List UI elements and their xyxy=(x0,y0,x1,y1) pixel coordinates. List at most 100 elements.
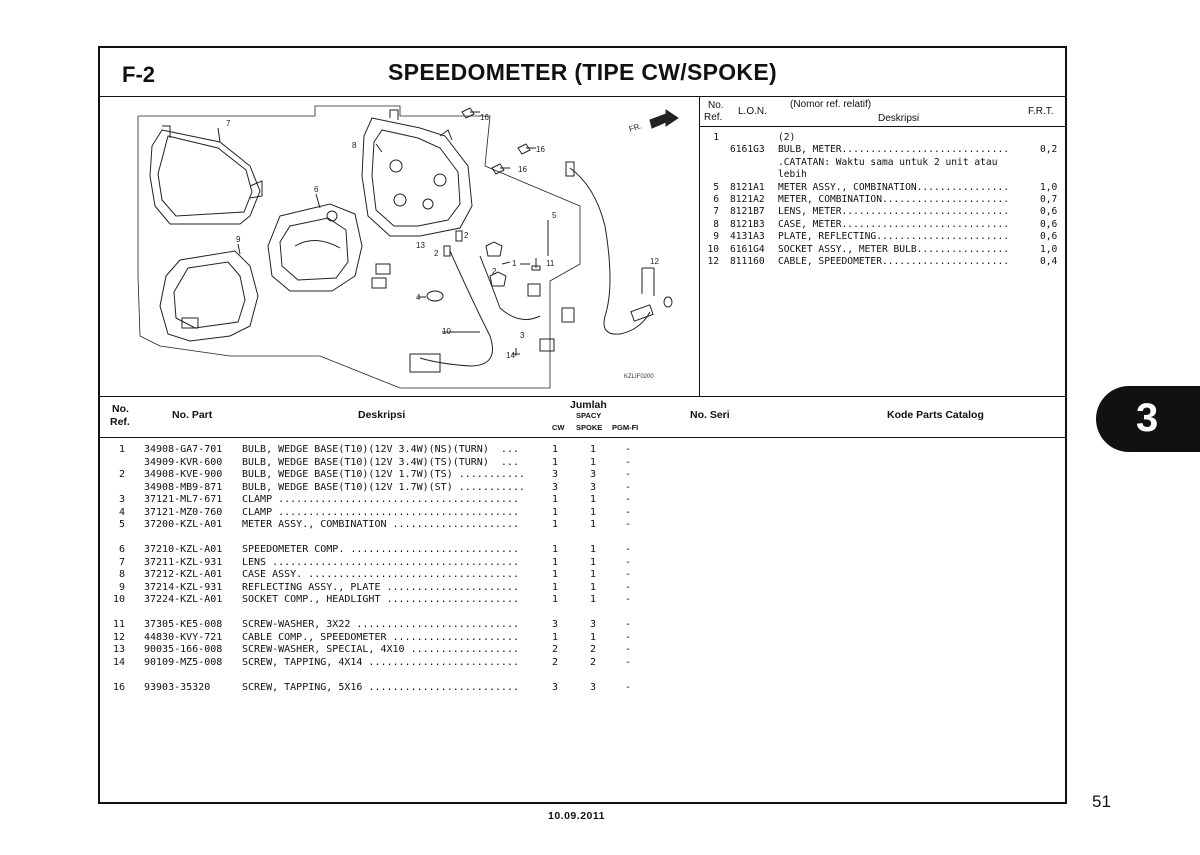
qty-pgmfi: - xyxy=(625,681,632,693)
lon-code: 6161G4 xyxy=(730,243,765,255)
ref-number: 5 xyxy=(118,519,125,530)
part-number: 37121-ML7-671 xyxy=(144,494,223,505)
part-number: 34908-KVE-900 xyxy=(144,469,223,480)
ref-number: 13 xyxy=(112,644,125,655)
drawing-code: KZLIF0200 xyxy=(624,374,654,380)
col-no: No. xyxy=(112,403,129,415)
qty-cw: 3 xyxy=(552,681,559,693)
lon-code: 8121B3 xyxy=(730,218,765,230)
ref-number: 5 xyxy=(713,181,719,193)
ref-number: 3 xyxy=(118,494,125,505)
col-spoke: SPOKE xyxy=(576,423,603,432)
frt-value: 0,7 xyxy=(1040,193,1058,205)
col-desc: Deskripsi xyxy=(878,113,920,124)
part-number: 37214-KZL-931 xyxy=(144,581,223,593)
col-desc-note: (Nomor ref. relatif) xyxy=(790,99,872,110)
ref-number: 6 xyxy=(118,544,125,555)
col-description: Deskripsi xyxy=(358,409,406,421)
qty-cw: 1 xyxy=(552,631,559,643)
qty-spoke: 1 xyxy=(590,444,597,455)
ref-number: 12 xyxy=(112,631,125,643)
part-number: 37210-KZL-A01 xyxy=(144,544,223,555)
part-number: 37200-KZL-A01 xyxy=(144,519,223,530)
fr-label: FR. xyxy=(628,121,643,134)
lon-code: 8121B7 xyxy=(730,206,765,218)
callout-label: 6 xyxy=(314,185,319,194)
callout-label: 8 xyxy=(352,141,357,150)
callout-label: 9 xyxy=(236,235,241,244)
part-description: CABLE COMP., SPEEDOMETER ...............… xyxy=(242,631,519,643)
part-number: 37212-KZL-A01 xyxy=(144,569,223,580)
col-no: No. xyxy=(708,100,724,111)
part-description: CLAMP ..................................… xyxy=(242,494,519,505)
ref-number: 9 xyxy=(118,581,125,593)
callout-label: 3 xyxy=(520,331,525,340)
qty-pgmfi: - xyxy=(625,456,632,468)
callout-label: 16 xyxy=(480,113,489,122)
part-description: SCREW, TAPPING, 5X16 ...................… xyxy=(242,681,519,693)
frt-value: 0,6 xyxy=(1040,218,1058,230)
qty-pgmfi: - xyxy=(625,656,632,668)
ref-description: (2) xyxy=(778,132,796,143)
col-part-number: No. Part xyxy=(172,409,213,421)
qty-pgmfi: - xyxy=(625,519,632,530)
part-number: 34909-KVR-600 xyxy=(144,456,223,468)
ref-number: 1 xyxy=(118,444,125,455)
part-number: 34908-MB9-871 xyxy=(144,481,223,493)
qty-cw: 1 xyxy=(552,594,559,605)
qty-pgmfi: - xyxy=(625,581,632,593)
footer-date: 10.09.2011 xyxy=(548,810,605,822)
col-lon: L.O.N. xyxy=(738,106,767,117)
ref-number: 10 xyxy=(112,594,125,605)
qty-pgmfi: - xyxy=(625,619,632,630)
col-spacy: SPACY xyxy=(576,411,602,420)
ref-number: 4 xyxy=(118,506,125,518)
part-description: SCREW-WASHER, 3X22 .....................… xyxy=(242,619,519,630)
qty-pgmfi: - xyxy=(625,469,632,480)
callout-label: 7 xyxy=(226,119,231,128)
part-description: BULB, WEDGE BASE(T10)(12V 1.7W)(TS) ....… xyxy=(242,469,525,480)
reference-table-header: No. Ref. L.O.N. (Nomor ref. relatif) Des… xyxy=(700,96,1065,127)
lon-code: 8121A1 xyxy=(730,181,765,193)
qty-pgmfi: - xyxy=(625,506,632,518)
page-frame: F-2 SPEEDOMETER (TIPE CW/SPOKE) xyxy=(98,46,1067,804)
callout-label: 2 xyxy=(434,249,439,258)
part-number: 37305-KE5-008 xyxy=(144,619,223,630)
frt-value: 0,4 xyxy=(1040,255,1058,267)
part-number: 93903-35320 xyxy=(144,681,211,693)
qty-pgmfi: - xyxy=(625,594,632,605)
ref-number: 16 xyxy=(112,681,125,693)
qty-cw: 1 xyxy=(552,544,559,555)
ref-description: PLATE, REFLECTING....................... xyxy=(778,231,1010,243)
group-spacer xyxy=(100,607,1065,620)
frt-value: 0,6 xyxy=(1040,231,1058,243)
qty-cw: 1 xyxy=(552,569,559,580)
qty-cw: 2 xyxy=(552,644,559,655)
reference-table: No. Ref. L.O.N. (Nomor ref. relatif) Des… xyxy=(700,96,1065,396)
part-number: 90035-166-008 xyxy=(144,644,223,655)
qty-cw: 1 xyxy=(552,581,559,593)
ref-description: BULB, METER............................. xyxy=(778,144,1010,156)
part-number: 90109-MZ5-008 xyxy=(144,656,223,668)
qty-spoke: 1 xyxy=(590,581,597,593)
part-description: SPEEDOMETER COMP. ......................… xyxy=(242,544,519,555)
col-cw: CW xyxy=(552,423,565,432)
qty-cw: 1 xyxy=(552,556,559,568)
frt-value: 0,6 xyxy=(1040,206,1058,218)
qty-cw: 3 xyxy=(552,469,559,480)
qty-pgmfi: - xyxy=(625,444,632,455)
qty-spoke: 2 xyxy=(590,644,597,655)
qty-pgmfi: - xyxy=(625,544,632,555)
part-description: REFLECTING ASSY., PLATE ................… xyxy=(242,581,519,593)
